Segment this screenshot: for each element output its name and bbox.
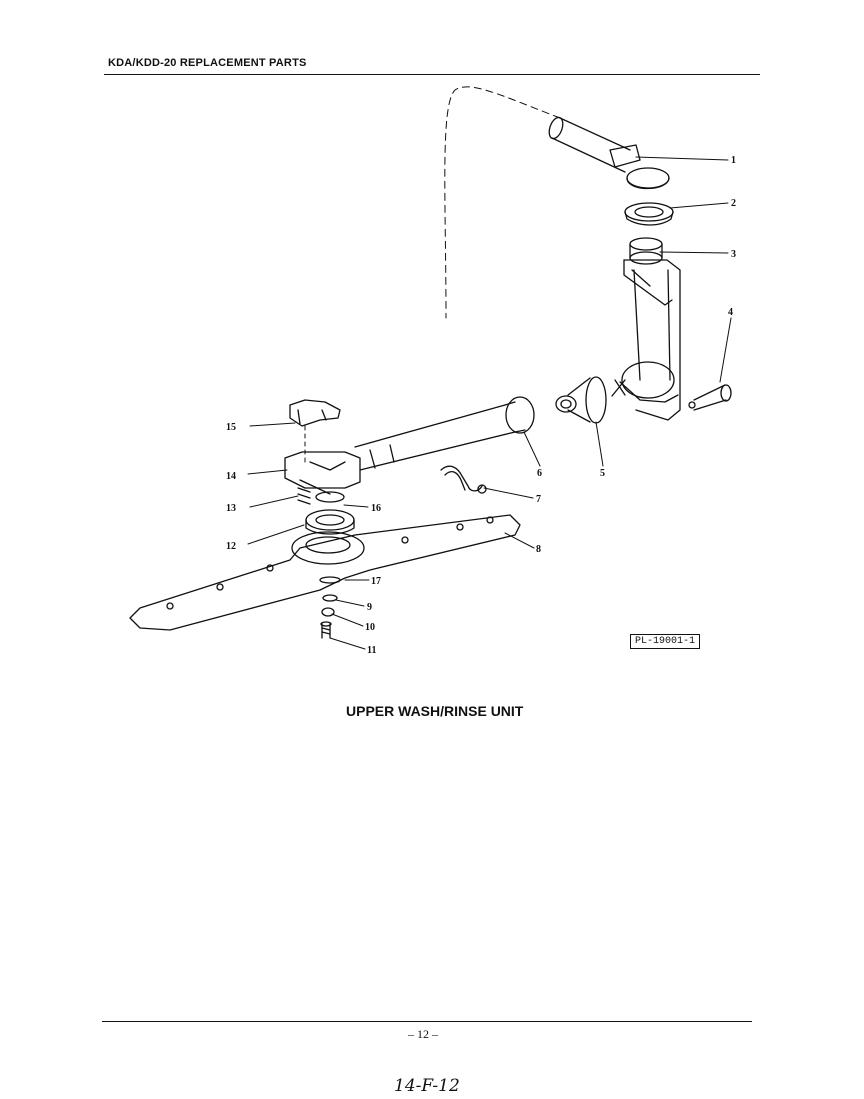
callout-labels: 1 2 3 4 5 6 7 8 9 10 11 12 13 14 15 16 1…: [226, 155, 736, 656]
manifold-elbow: [611, 361, 679, 403]
part-13-spring: [297, 487, 311, 505]
part-17-retainer: [319, 576, 341, 584]
callout-14: 14: [226, 471, 236, 482]
callout-17: 17: [371, 576, 381, 587]
header-title: KDA/KDD-20 REPLACEMENT PARTS: [108, 57, 307, 69]
part-6-long-tube: [354, 396, 535, 471]
footer-rule: [102, 1021, 752, 1022]
hose-guide-line: [444, 86, 561, 319]
callout-9: 9: [367, 602, 372, 613]
part-5-coupling: [555, 376, 607, 424]
part-4-nozzle: [688, 384, 732, 411]
callout-5: 5: [600, 468, 605, 479]
callout-15: 15: [226, 422, 236, 433]
callout-10: 10: [365, 622, 375, 633]
callout-1: 1: [731, 155, 736, 166]
part-11-screw: [320, 621, 332, 639]
part-16-washer: [315, 491, 345, 503]
leader-lines: [247, 156, 732, 650]
part-1-upper-tube: [548, 116, 670, 190]
part-15-top-bracket: [289, 399, 341, 427]
part-12-bearing-ring: [305, 509, 355, 535]
part-10-nut: [321, 607, 335, 617]
reference-code-box: PL-19001-1: [630, 634, 701, 649]
callout-3: 3: [731, 249, 736, 260]
diagram-caption: UPPER WASH/RINSE UNIT: [346, 703, 524, 719]
page-number: – 12 –: [408, 1027, 438, 1041]
part-3-collar: [629, 237, 663, 265]
part-9-washer: [322, 594, 338, 602]
callout-16: 16: [371, 503, 381, 514]
part-14-hub-bracket: [284, 451, 361, 495]
part-8-spray-arm: [129, 514, 521, 631]
callout-8: 8: [536, 544, 541, 555]
manifold-vertical-arm: [623, 259, 681, 421]
callout-6: 6: [537, 468, 542, 479]
callout-7: 7: [536, 494, 541, 505]
handwritten-code: 14-F-12: [394, 1076, 460, 1096]
header-rule: [104, 74, 760, 75]
callout-13: 13: [226, 503, 236, 514]
callout-4: 4: [728, 307, 733, 318]
part-7-clip: [440, 465, 487, 494]
callout-2: 2: [731, 198, 736, 209]
callout-12: 12: [226, 541, 236, 552]
part-2-gasket: [624, 202, 674, 226]
callout-11: 11: [367, 645, 376, 656]
